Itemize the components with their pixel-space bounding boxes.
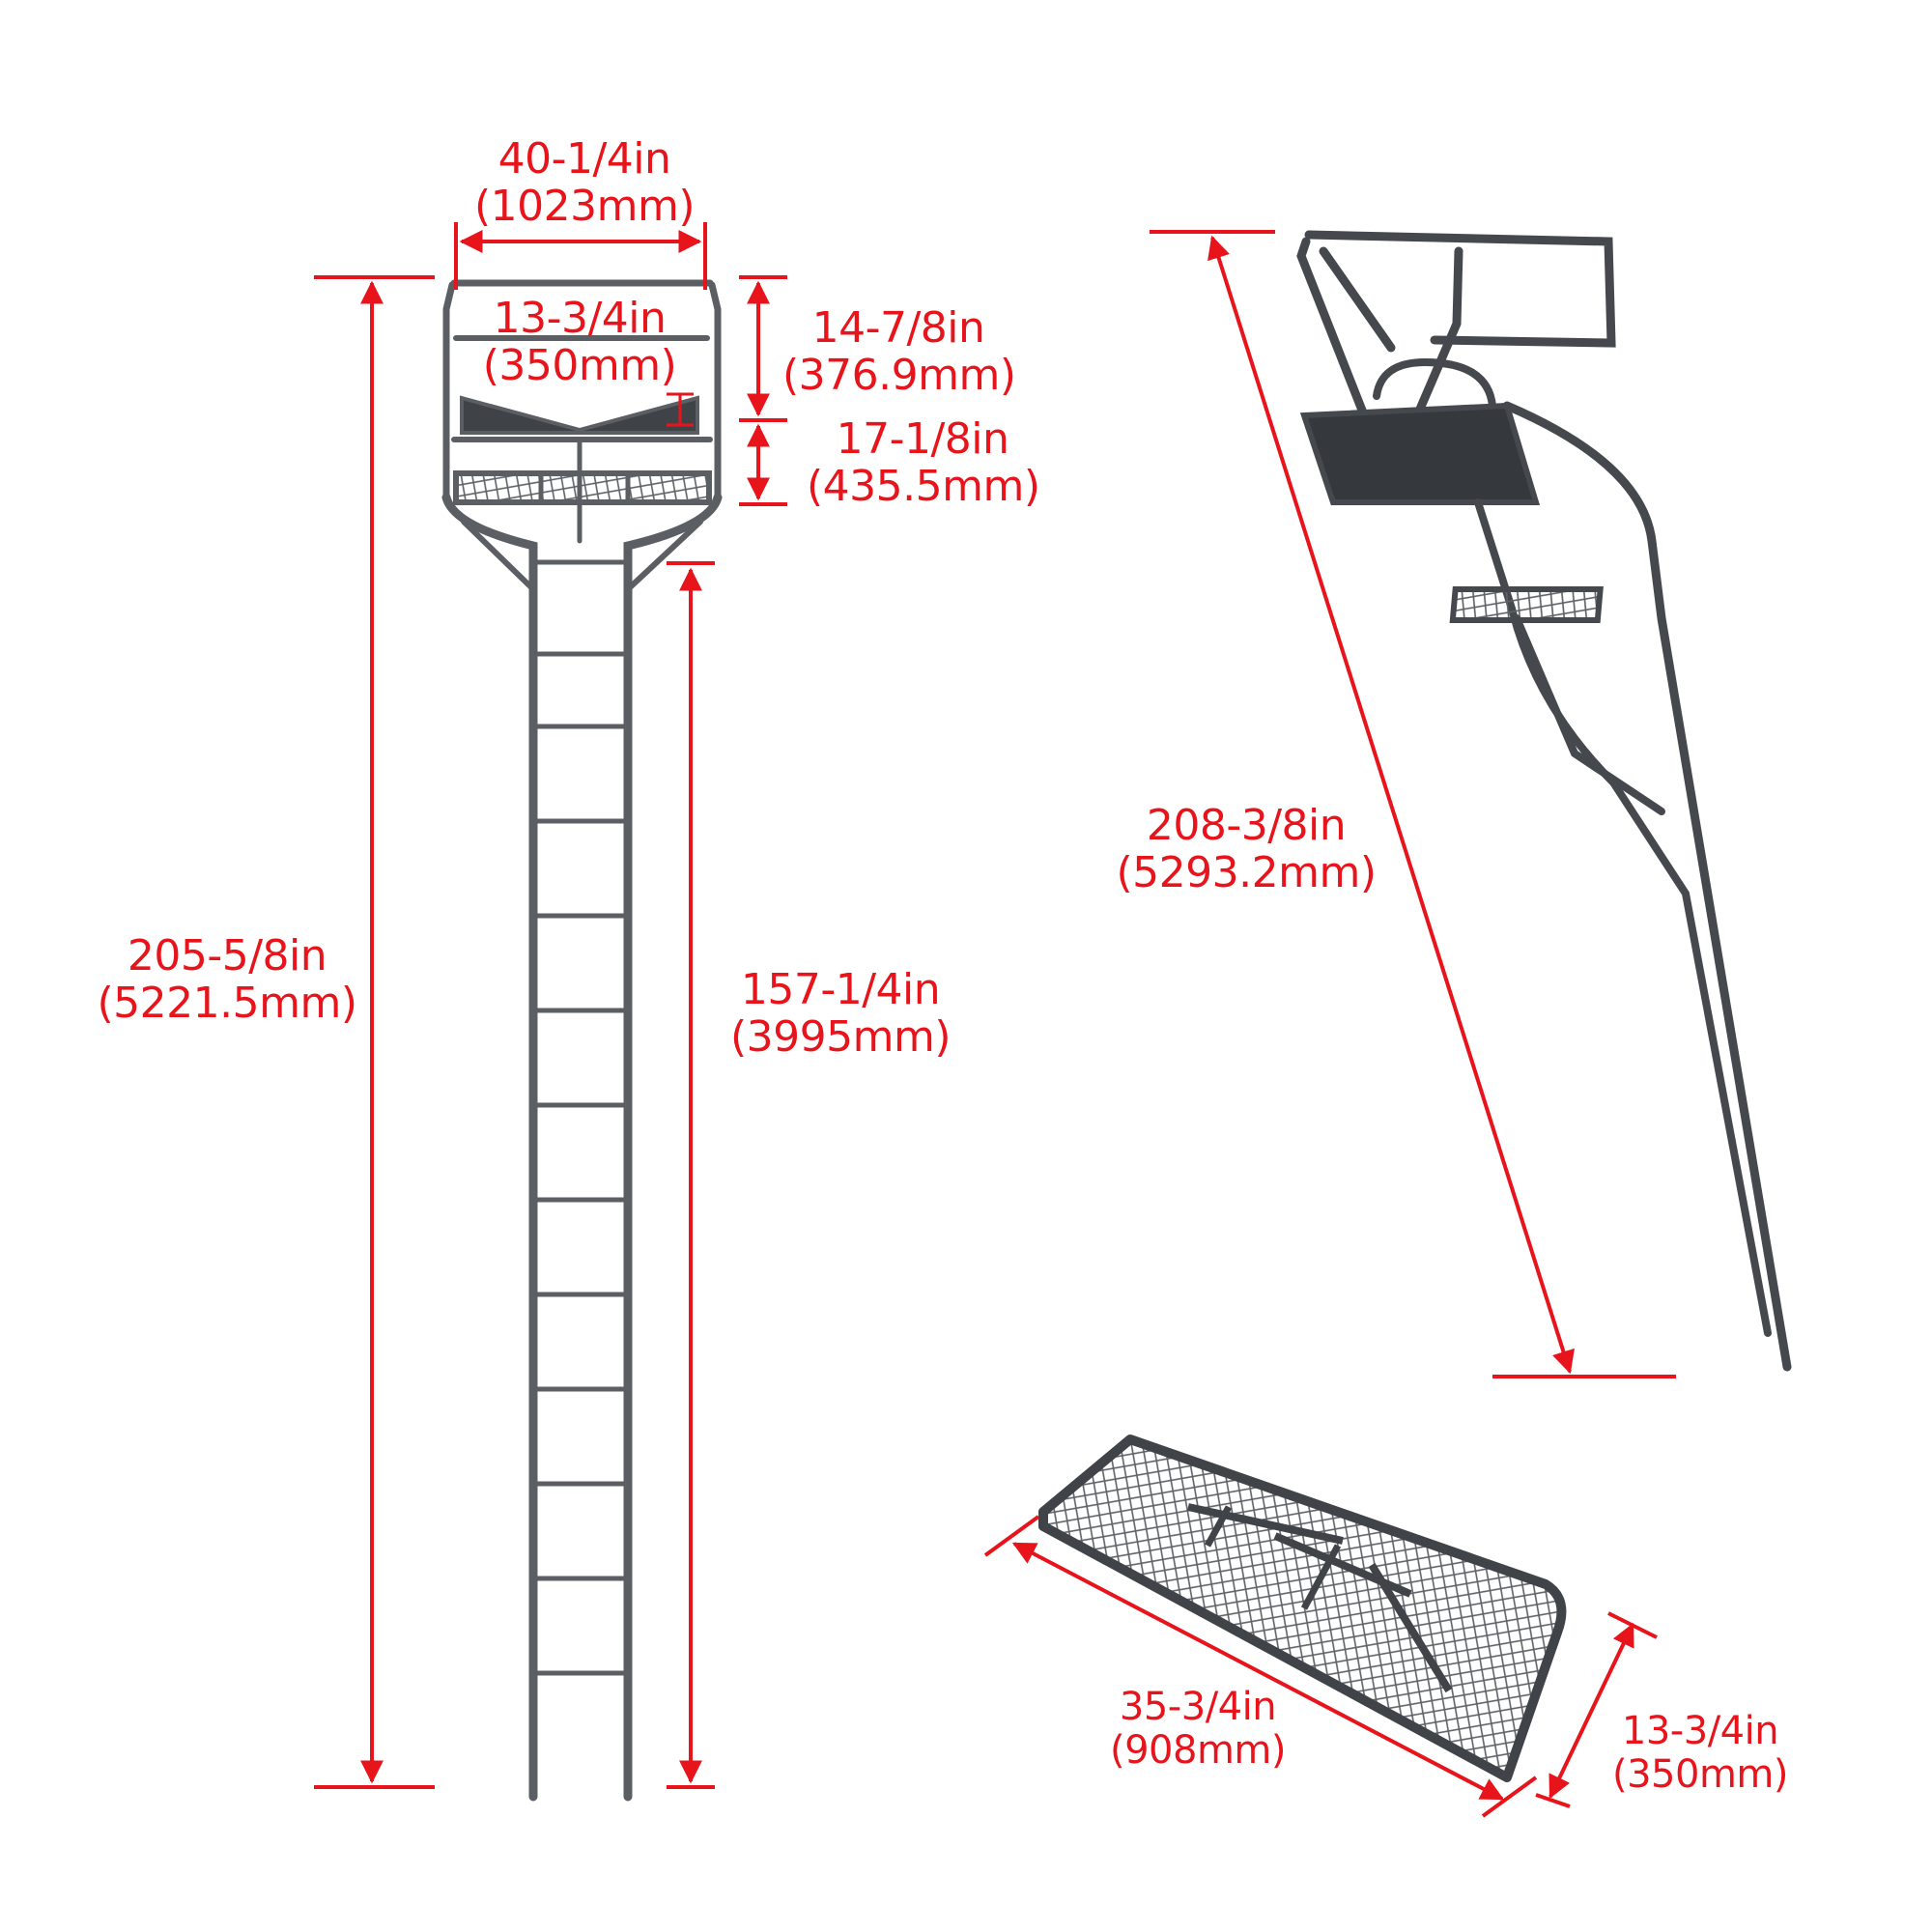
side-view-dimensions — [1150, 230, 1676, 1378]
dim-seat-depth-mm: (350mm) — [482, 341, 677, 391]
dim-ladder-height: 157-1/4in (3995mm) — [720, 966, 961, 1062]
dim-platform-length-mm: (908mm) — [1110, 1727, 1287, 1773]
ladder-rungs — [533, 559, 628, 1676]
dim-ladder-height-in: 157-1/4in — [740, 965, 941, 1014]
dim-platform-width: 13-3/4in (350mm) — [1599, 1710, 1802, 1797]
dim-top-width-mm: (1023mm) — [473, 182, 696, 232]
dim-seat-depth: 13-3/4in (350mm) — [459, 295, 700, 390]
dim-leaning-length: 208-3/8in (5293.2mm) — [1106, 802, 1386, 897]
dim-platform-width-in: 13-3/4in — [1621, 1709, 1779, 1753]
dim-backrest-height: 14-7/8in (376.9mm) — [782, 303, 1016, 401]
dim-platform-width-mm: (350mm) — [1612, 1751, 1789, 1797]
dim-top-width: 40-1/4in (1023mm) — [464, 135, 705, 231]
dim-top-width-in: 40-1/4in — [497, 134, 671, 184]
dim-seat-to-platform: 17-1/8in (435.5mm) — [807, 414, 1040, 512]
dim-seat-depth-in: 13-3/4in — [493, 294, 667, 343]
dim-platform-length: 35-3/4in (908mm) — [1101, 1686, 1294, 1773]
dim-ladder-height-mm: (3995mm) — [729, 1012, 952, 1063]
dim-seat-to-platform-in: 17-1/8in — [836, 414, 1009, 464]
dim-leaning-length-mm: (5293.2mm) — [1116, 848, 1377, 898]
platform-dimensions — [983, 1515, 1658, 1818]
dim-total-height-in: 205-5/8in — [127, 931, 327, 980]
dim-total-height-mm: (5221.5mm) — [97, 979, 357, 1029]
dim-seat-to-platform-mm: (435.5mm) — [807, 462, 1040, 512]
dim-backrest-height-mm: (376.9mm) — [782, 351, 1016, 401]
front-view-dimensions — [314, 222, 787, 1789]
dim-backrest-height-in: 14-7/8in — [811, 303, 985, 353]
dim-total-height: 205-5/8in (5221.5mm) — [92, 932, 362, 1028]
dim-leaning-length-in: 208-3/8in — [1146, 801, 1347, 850]
dim-platform-length-in: 35-3/4in — [1119, 1685, 1277, 1729]
front-view-ladder-stand — [441, 279, 723, 1802]
